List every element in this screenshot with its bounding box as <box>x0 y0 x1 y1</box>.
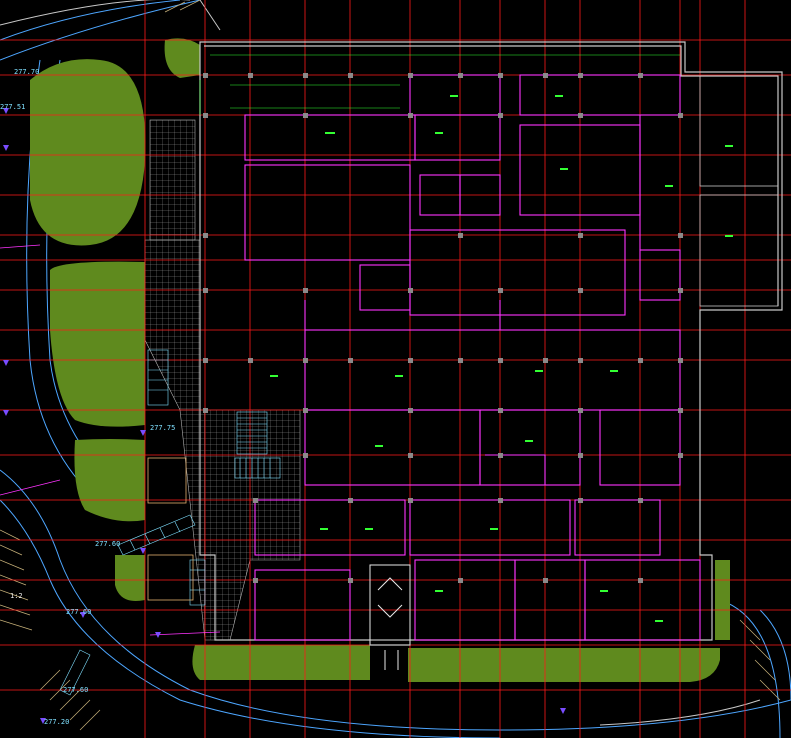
room-tags <box>270 95 733 622</box>
parking-stalls <box>0 0 781 731</box>
elevation-markers <box>3 108 566 724</box>
elevation-label: 277.75 <box>150 424 176 432</box>
elevation-label: 277.51 <box>0 103 26 111</box>
columns <box>203 73 683 583</box>
elevation-label: 277.20 <box>44 718 70 726</box>
road-markings <box>0 244 221 636</box>
elevation-label: 277.60 <box>95 540 121 548</box>
interior-walls <box>244 74 701 641</box>
site-outline <box>0 0 761 726</box>
lawn-areas <box>30 38 730 682</box>
stairs <box>59 349 281 696</box>
east-annex <box>699 75 779 307</box>
elevation-label: 277.60 <box>66 608 92 616</box>
sunken-courts <box>147 457 194 601</box>
annotations <box>199 54 680 115</box>
elevation-label: 277.70 <box>14 68 40 76</box>
slope-note: 1:2 <box>10 592 23 600</box>
elevation-label: 277.60 <box>63 686 89 694</box>
entrance-ramp <box>369 564 411 670</box>
